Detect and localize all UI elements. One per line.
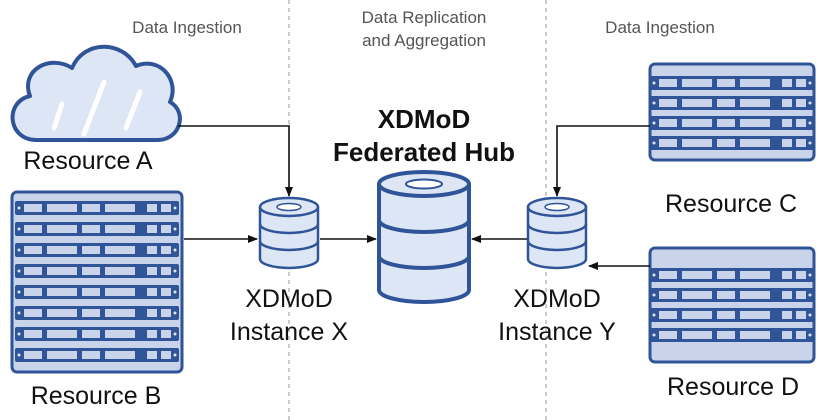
arrow-c-to-y [553, 125, 650, 197]
server-rack-b-icon [10, 190, 184, 374]
arrow-a-to-x [178, 125, 293, 197]
instance-y-label-line1: XDMoD [513, 285, 601, 313]
instance-y-label-line2: Instance Y [498, 318, 616, 346]
resource-a-label: Resource A [23, 147, 153, 175]
database-instance-x-icon [258, 196, 320, 270]
instance-x-label-line1: XDMoD [245, 285, 333, 313]
server-rack-d-icon [648, 246, 816, 364]
section-middle-title-line1: Data Replication [361, 8, 487, 27]
hub-title-line1: XDMoD [377, 104, 471, 134]
hub-title-line2: Federated Hub [332, 137, 516, 167]
resource-b-label: Resource B [30, 382, 162, 410]
database-instance-y-icon [526, 196, 588, 270]
section-middle-title-line2: and Aggregation [362, 31, 486, 50]
server-rack-c-icon [648, 62, 816, 162]
instance-x-label-line2: Instance X [229, 318, 349, 346]
section-right-title: Data Ingestion [605, 18, 715, 37]
resource-d-label: Resource D [667, 373, 799, 401]
database-hub-icon [377, 170, 471, 304]
resource-c-label: Resource C [665, 190, 797, 218]
section-left-title: Data Ingestion [132, 18, 242, 37]
cloud-icon [10, 44, 182, 142]
